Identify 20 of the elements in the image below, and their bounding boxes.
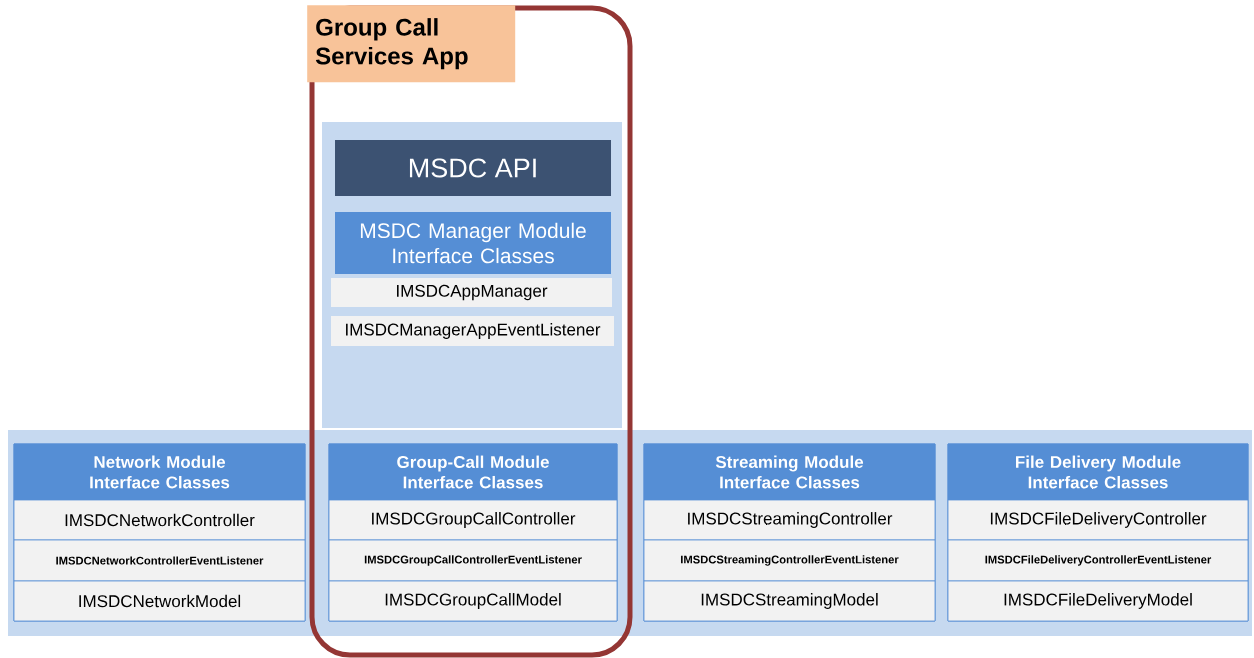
api-box: MSDC API <box>335 140 611 196</box>
class-row: IMSDCAppManager <box>331 278 612 307</box>
class-row: IMSDCGroupCallController <box>328 499 618 541</box>
module-header: Group-Call Module Interface Classes <box>328 443 618 501</box>
class-row: IMSDCStreamingControllerEventListener <box>643 539 936 582</box>
module-header: Network Module Interface Classes <box>13 443 306 501</box>
module-header: File Delivery Module Interface Classes <box>947 443 1249 501</box>
class-row: IMSDCNetworkControllerEventListener <box>13 539 306 582</box>
class-row: IMSDCFileDeliveryControllerEventListener <box>947 539 1249 582</box>
class-row: IMSDCNetworkController <box>13 499 306 541</box>
class-row: IMSDCFileDeliveryController <box>947 499 1249 541</box>
class-row: IMSDCStreamingController <box>643 499 936 541</box>
class-row: IMSDCGroupCallModel <box>328 580 618 622</box>
module-header: Streaming Module Interface Classes <box>643 443 936 501</box>
class-row: IMSDCManagerAppEventListener <box>331 316 614 346</box>
module-header: MSDC Manager Module Interface Classes <box>335 212 611 274</box>
class-row: IMSDCFileDeliveryModel <box>947 580 1249 622</box>
class-row: IMSDCNetworkModel <box>13 580 306 622</box>
class-row: IMSDCGroupCallControllerEventListener <box>328 539 618 582</box>
class-row: IMSDCStreamingModel <box>643 580 936 622</box>
